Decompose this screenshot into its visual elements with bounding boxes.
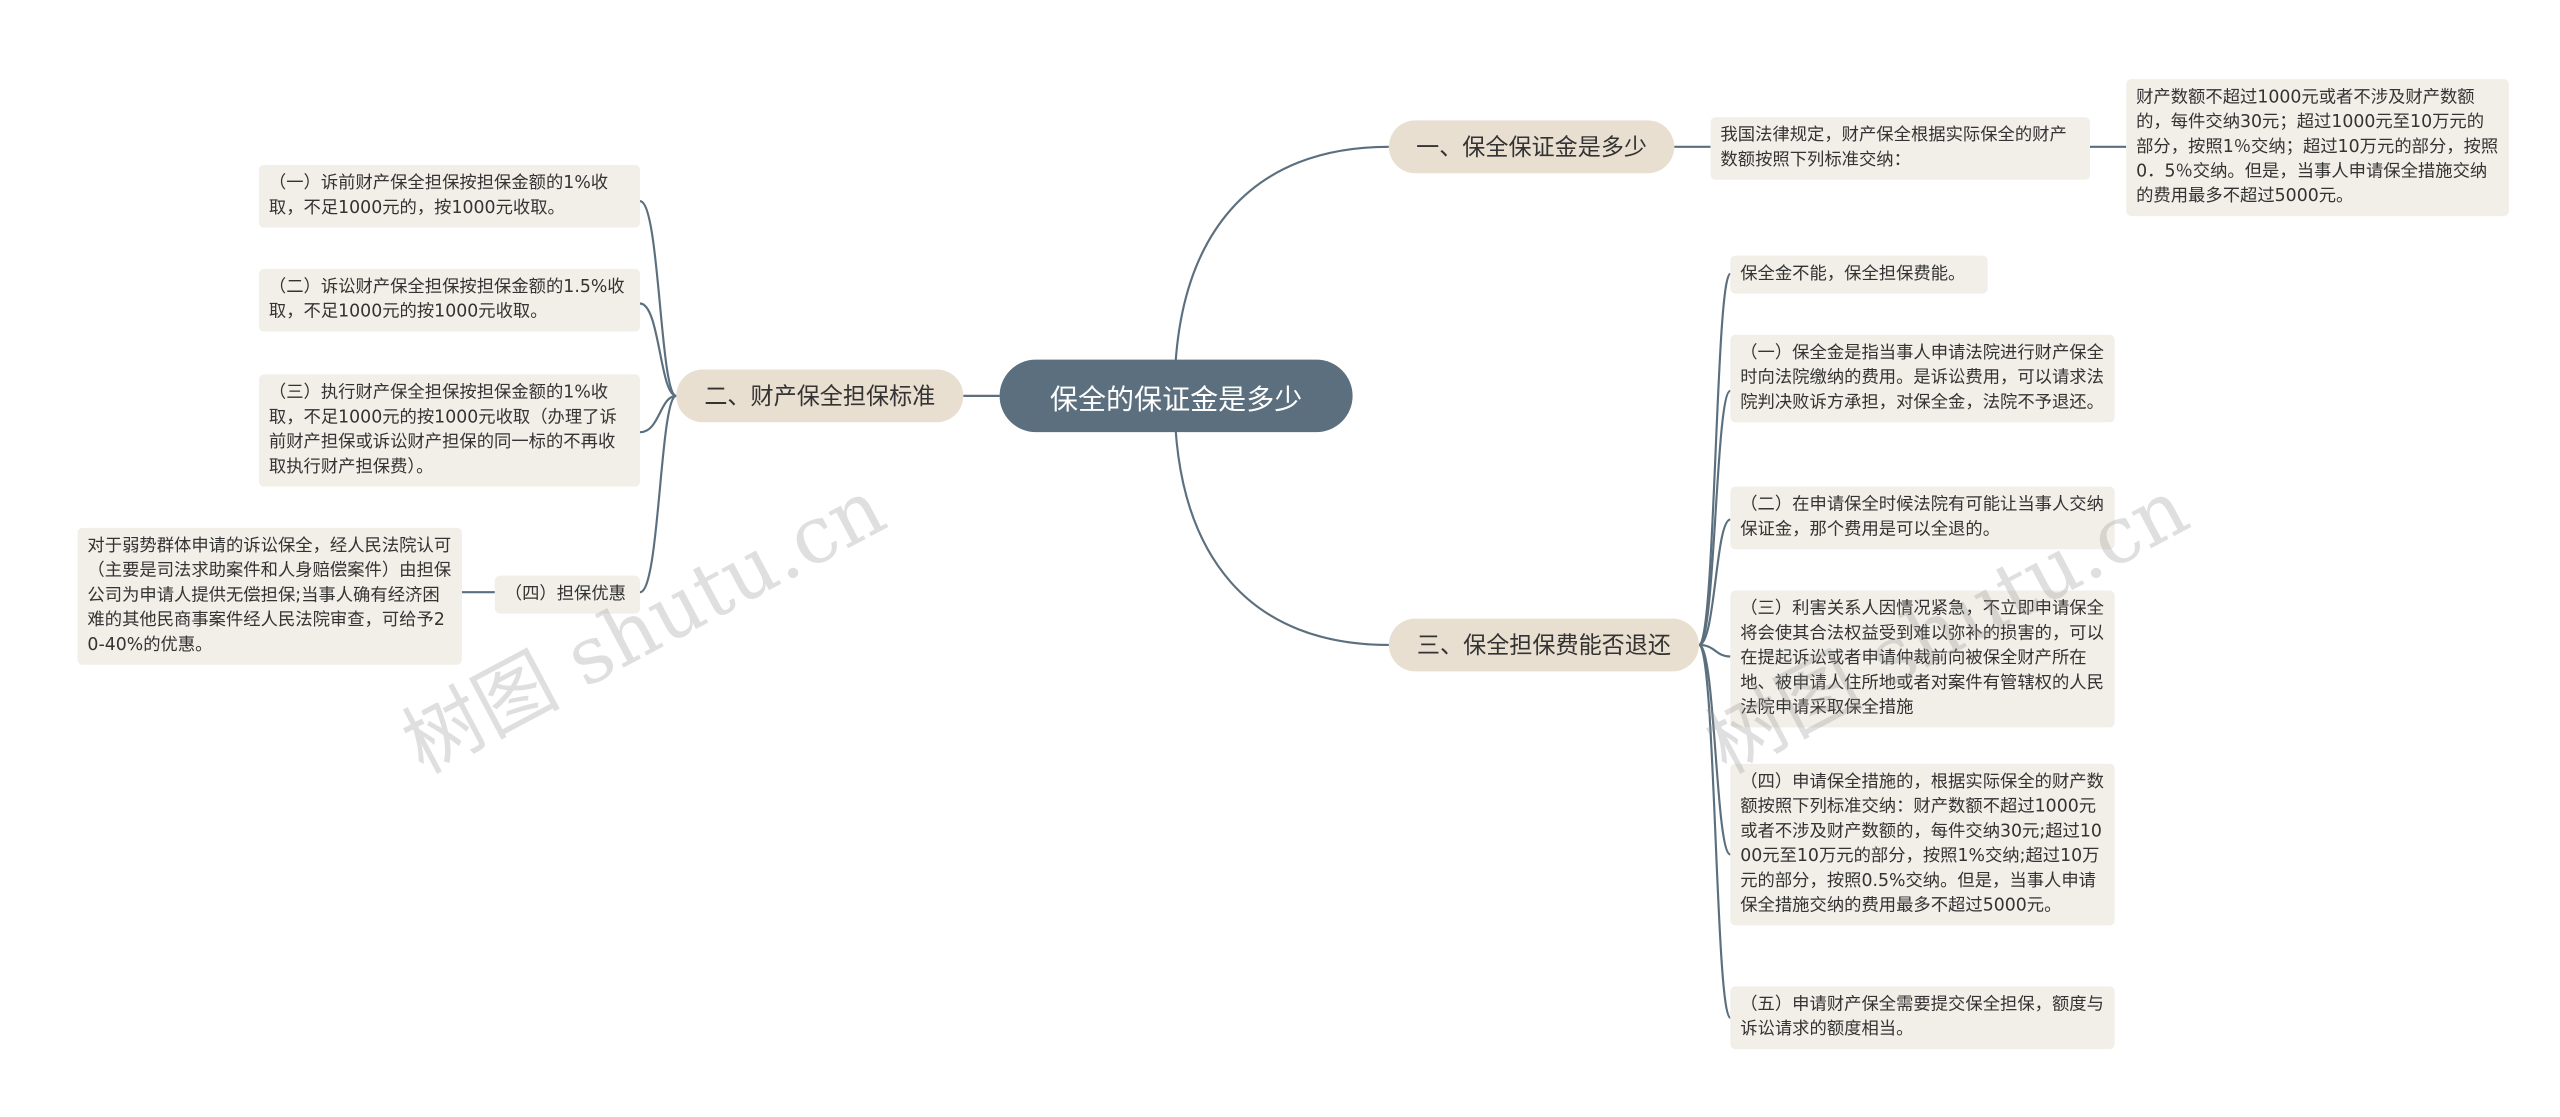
root-topic[interactable]: 保全的保证金是多少 xyxy=(999,359,1353,433)
connector-b2-item2 xyxy=(639,302,677,397)
b2-item-2[interactable]: （二）诉讼财产保全担保按担保金额的1.5%收取，不足1000元的按1000元收取… xyxy=(258,268,641,332)
b2-item-4-detail[interactable]: 对于弱势群体申请的诉讼保全，经人民法院认可（主要是司法求助案件和人身赔偿案件）由… xyxy=(77,527,462,665)
b3-item-5[interactable]: （四）申请保全措施的，根据实际保全的财产数额按照下列标准交纳：财产数额不超过10… xyxy=(1730,763,2115,926)
b3-item-2[interactable]: （一）保全金是指当事人申请法院进行财产保全时向法院缴纳的费用。是诉讼费用，可以请… xyxy=(1730,334,2115,423)
root-topic-label: 保全的保证金是多少 xyxy=(1049,383,1303,417)
b2-item-3-text: （三）执行财产保全担保按担保金额的1%收取，不足1000元的按1000元收取（办… xyxy=(268,382,617,477)
b3-item-2-text: （一）保全金是指当事人申请法院进行财产保全时向法院缴纳的费用。是诉讼费用，可以请… xyxy=(1740,343,2104,413)
branch-3[interactable]: 三、保全担保费能否退还 xyxy=(1388,618,1699,672)
branch-2-label: 二、财产保全担保标准 xyxy=(704,384,936,411)
branch-1-label: 一、保全保证金是多少 xyxy=(1416,135,1648,162)
b2-item-4-detail-text: 对于弱势群体申请的诉讼保全，经人民法院认可（主要是司法求助案件和人身赔偿案件）由… xyxy=(87,536,452,655)
b3-item-3-text: （二）在申请保全时候法院有可能让当事人交纳保证金，那个费用是可以全退的。 xyxy=(1740,494,2104,540)
connector-b3-item4 xyxy=(1698,643,1731,658)
b3-item-6-text: （五）申请财产保全需要提交保全担保，额度与诉讼请求的额度相当。 xyxy=(1740,994,2104,1040)
connector-b3-item3 xyxy=(1698,518,1731,647)
connector-b3-item2 xyxy=(1697,389,1732,647)
b1-detail-text: 财产数额不超过1000元或者不涉及财产数额的，每件交纳30元；超过1000元至1… xyxy=(2136,87,2499,207)
b2-item-4[interactable]: （四）担保优惠 xyxy=(494,575,641,614)
branch-2[interactable]: 二、财产保全担保标准 xyxy=(676,369,964,423)
b2-item-1[interactable]: （一）诉前财产保全担保按担保金额的1%收取，不足1000元的，按1000元收取。 xyxy=(258,164,641,228)
b3-item-1[interactable]: 保全金不能，保全担保费能。 xyxy=(1730,255,1988,294)
b2-item-1-text: （一）诉前财产保全担保按担保金额的1%收取，不足1000元的，按1000元收取。 xyxy=(268,173,609,218)
connector-b3-item6 xyxy=(1697,643,1732,1019)
b3-item-5-text: （四）申请保全措施的，根据实际保全的财产数额按照下列标准交纳：财产数额不超过10… xyxy=(1740,771,2104,916)
b1-detail[interactable]: 财产数额不超过1000元或者不涉及财产数额的，每件交纳30元；超过1000元至1… xyxy=(2126,79,2509,217)
b3-item-3[interactable]: （二）在申请保全时候法院有可能让当事人交纳保证金，那个费用是可以全退的。 xyxy=(1730,486,2115,550)
b3-item-4[interactable]: （三）利害关系人因情况紧急，不立即申请保全将会使其合法权益受到难以弥补的损害的，… xyxy=(1730,590,2115,728)
branch-3-label: 三、保全担保费能否退还 xyxy=(1416,633,1671,660)
b3-item-6[interactable]: （五）申请财产保全需要提交保全担保，额度与诉讼请求的额度相当。 xyxy=(1730,986,2115,1050)
b3-item-1-text: 保全金不能，保全担保费能。 xyxy=(1740,263,1966,284)
connector-b2-item3 xyxy=(639,394,677,434)
connector-b2-item1 xyxy=(639,200,677,397)
b2-item-3[interactable]: （三）执行财产保全担保按担保金额的1%收取，不足1000元的按1000元收取（办… xyxy=(258,374,641,487)
connector-root-b1 xyxy=(1173,145,1389,396)
b1-intro[interactable]: 我国法律规定，财产保全根据实际保全的财产数额按照下列标准交纳： xyxy=(1710,117,2090,180)
branch-1[interactable]: 一、保全保证金是多少 xyxy=(1388,120,1675,174)
b1-intro-text: 我国法律规定，财产保全根据实际保全的财产数额按照下列标准交纳： xyxy=(1720,125,2067,170)
connector-root-b3 xyxy=(1173,395,1389,647)
b2-item-2-text: （二）诉讼财产保全担保按担保金额的1.5%收取，不足1000元的按1000元收取… xyxy=(268,277,625,322)
b3-item-4-text: （三）利害关系人因情况紧急，不立即申请保全将会使其合法权益受到难以弥补的损害的，… xyxy=(1740,598,2104,718)
connector-b3-item5 xyxy=(1697,643,1732,856)
connector-b2-item4 xyxy=(639,394,678,594)
connector-b3-item1 xyxy=(1697,272,1732,647)
b2-item-4-text: （四）担保优惠 xyxy=(504,583,626,604)
